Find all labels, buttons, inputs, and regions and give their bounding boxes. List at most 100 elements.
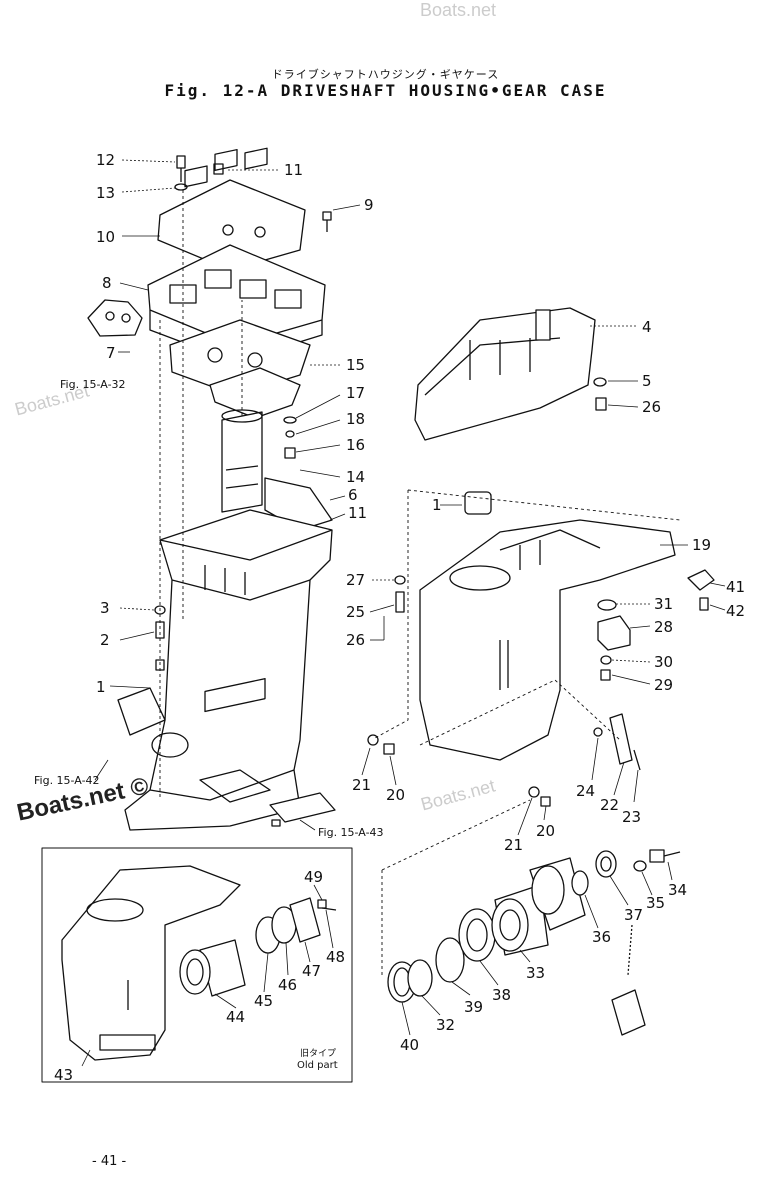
callout-36: 36 bbox=[592, 928, 611, 946]
callout-21-b: 21 bbox=[504, 836, 523, 854]
washer-part-21 bbox=[367, 734, 379, 746]
callout-20: 20 bbox=[386, 786, 405, 804]
bolt-part-48 bbox=[321, 907, 337, 911]
bolt-part-20 bbox=[383, 743, 395, 755]
reference-fig-15-a-42: Fig. 15-A-42 bbox=[34, 774, 100, 787]
callout-45: 45 bbox=[254, 992, 273, 1010]
washer-part-17 bbox=[283, 416, 297, 424]
bearing-part-38 bbox=[458, 908, 496, 962]
callout-35: 35 bbox=[646, 894, 665, 912]
callout-37: 37 bbox=[624, 906, 643, 924]
bolt-part-42 bbox=[699, 597, 709, 611]
screw-part-23 bbox=[633, 749, 641, 771]
mount-part-7 bbox=[87, 299, 143, 337]
callout-17: 17 bbox=[346, 384, 365, 402]
callout-22: 22 bbox=[600, 796, 619, 814]
callout-10: 10 bbox=[96, 228, 115, 246]
bushing-part-1-right bbox=[464, 491, 492, 515]
gear-case-part-19 bbox=[419, 519, 676, 761]
callout-6: 6 bbox=[348, 486, 358, 504]
plate-ref-15-a-42 bbox=[117, 687, 166, 736]
inset-old-part-frame bbox=[41, 847, 353, 1083]
callout-30: 30 bbox=[654, 653, 673, 671]
callout-1: 1 bbox=[96, 678, 106, 696]
washer-part-31 bbox=[597, 599, 617, 611]
driveshaft-housing-part-1 bbox=[124, 509, 333, 831]
bolt-part-26-top bbox=[595, 397, 607, 411]
housing-part-33-b bbox=[529, 857, 586, 931]
callout-38: 38 bbox=[492, 986, 511, 1004]
callout-8: 8 bbox=[102, 274, 112, 292]
callout-labels: 12 13 10 8 7 11 9 15 17 18 16 14 6 11 3 … bbox=[54, 151, 745, 1084]
callout-33: 33 bbox=[526, 964, 545, 982]
callout-18: 18 bbox=[346, 410, 365, 428]
watermark: Boats.net bbox=[420, 0, 497, 20]
washer-part-13 bbox=[174, 183, 188, 191]
seal-part-6 bbox=[264, 477, 333, 531]
callout-20-b: 20 bbox=[536, 822, 555, 840]
gear-case-part-43 bbox=[61, 865, 241, 1061]
callout-14: 14 bbox=[346, 468, 365, 486]
washer-part-27 bbox=[394, 575, 406, 585]
callout-12: 12 bbox=[96, 151, 115, 169]
bolt-part-25 bbox=[395, 591, 405, 613]
callout-7: 7 bbox=[106, 344, 116, 362]
callout-15: 15 bbox=[346, 356, 365, 374]
anode-part-41 bbox=[687, 569, 715, 591]
callout-48: 48 bbox=[326, 948, 345, 966]
callout-26: 26 bbox=[346, 631, 365, 649]
washer-part-35 bbox=[633, 860, 647, 872]
callout-16: 16 bbox=[346, 436, 365, 454]
old-part-label-jp: 旧タイプ bbox=[300, 1049, 337, 1059]
washer-part-5 bbox=[593, 377, 607, 387]
page-number: - 41 - bbox=[92, 1154, 127, 1169]
gasket-lower bbox=[209, 367, 301, 419]
bolt-part-12 bbox=[176, 155, 186, 182]
label-plate bbox=[611, 989, 646, 1036]
carrier-part-44 bbox=[179, 939, 246, 997]
callout-47: 47 bbox=[302, 962, 321, 980]
washer-part-49 bbox=[317, 899, 327, 909]
callout-40: 40 bbox=[400, 1036, 419, 1054]
cover-part-4 bbox=[414, 307, 596, 441]
callout-3: 3 bbox=[100, 599, 110, 617]
washer-part-21-b bbox=[528, 786, 540, 798]
callout-24: 24 bbox=[576, 782, 595, 800]
seal-part-32 bbox=[407, 959, 433, 997]
callout-49: 49 bbox=[304, 868, 323, 886]
seal-part-36 bbox=[571, 870, 589, 896]
bolt-part-9 bbox=[322, 211, 332, 232]
callout-26-top: 26 bbox=[642, 398, 661, 416]
callout-39: 39 bbox=[464, 998, 483, 1016]
callout-34: 34 bbox=[668, 881, 687, 899]
bolt-part-16 bbox=[284, 447, 296, 459]
figure-title: Fig. 12-A DRIVESHAFT HOUSING•GEAR CASE bbox=[164, 81, 607, 100]
callout-43: 43 bbox=[54, 1066, 73, 1084]
old-part-label: Old part bbox=[297, 1060, 338, 1071]
callout-11-b: 11 bbox=[348, 504, 367, 522]
bushing-part-37 bbox=[595, 850, 617, 878]
reference-fig-15-a-43: Fig. 15-A-43 bbox=[318, 826, 384, 839]
callout-44: 44 bbox=[226, 1008, 245, 1026]
callout-13: 13 bbox=[96, 184, 115, 202]
callout-31: 31 bbox=[654, 595, 673, 613]
exhaust-tube-part-14 bbox=[221, 409, 263, 513]
callout-19: 19 bbox=[692, 536, 711, 554]
trim-tab-part-22 bbox=[609, 713, 633, 765]
callout-23: 23 bbox=[622, 808, 641, 826]
adapter-plate-part-8 bbox=[147, 244, 326, 363]
callout-29: 29 bbox=[654, 676, 673, 694]
callout-42: 42 bbox=[726, 602, 745, 620]
o-ring-part-39 bbox=[435, 937, 465, 983]
callout-11: 11 bbox=[284, 161, 303, 179]
title-japanese: ドライブシャフトハウジング・ギヤケース bbox=[271, 68, 500, 81]
washer-part-24 bbox=[593, 727, 603, 737]
callout-4: 4 bbox=[642, 318, 652, 336]
callout-25: 25 bbox=[346, 603, 365, 621]
callout-21: 21 bbox=[352, 776, 371, 794]
callout-41: 41 bbox=[726, 578, 745, 596]
bolt-part-20-b bbox=[540, 796, 551, 807]
plate-ref-15-a-43 bbox=[269, 792, 336, 827]
pin-part-37-b bbox=[627, 924, 633, 976]
